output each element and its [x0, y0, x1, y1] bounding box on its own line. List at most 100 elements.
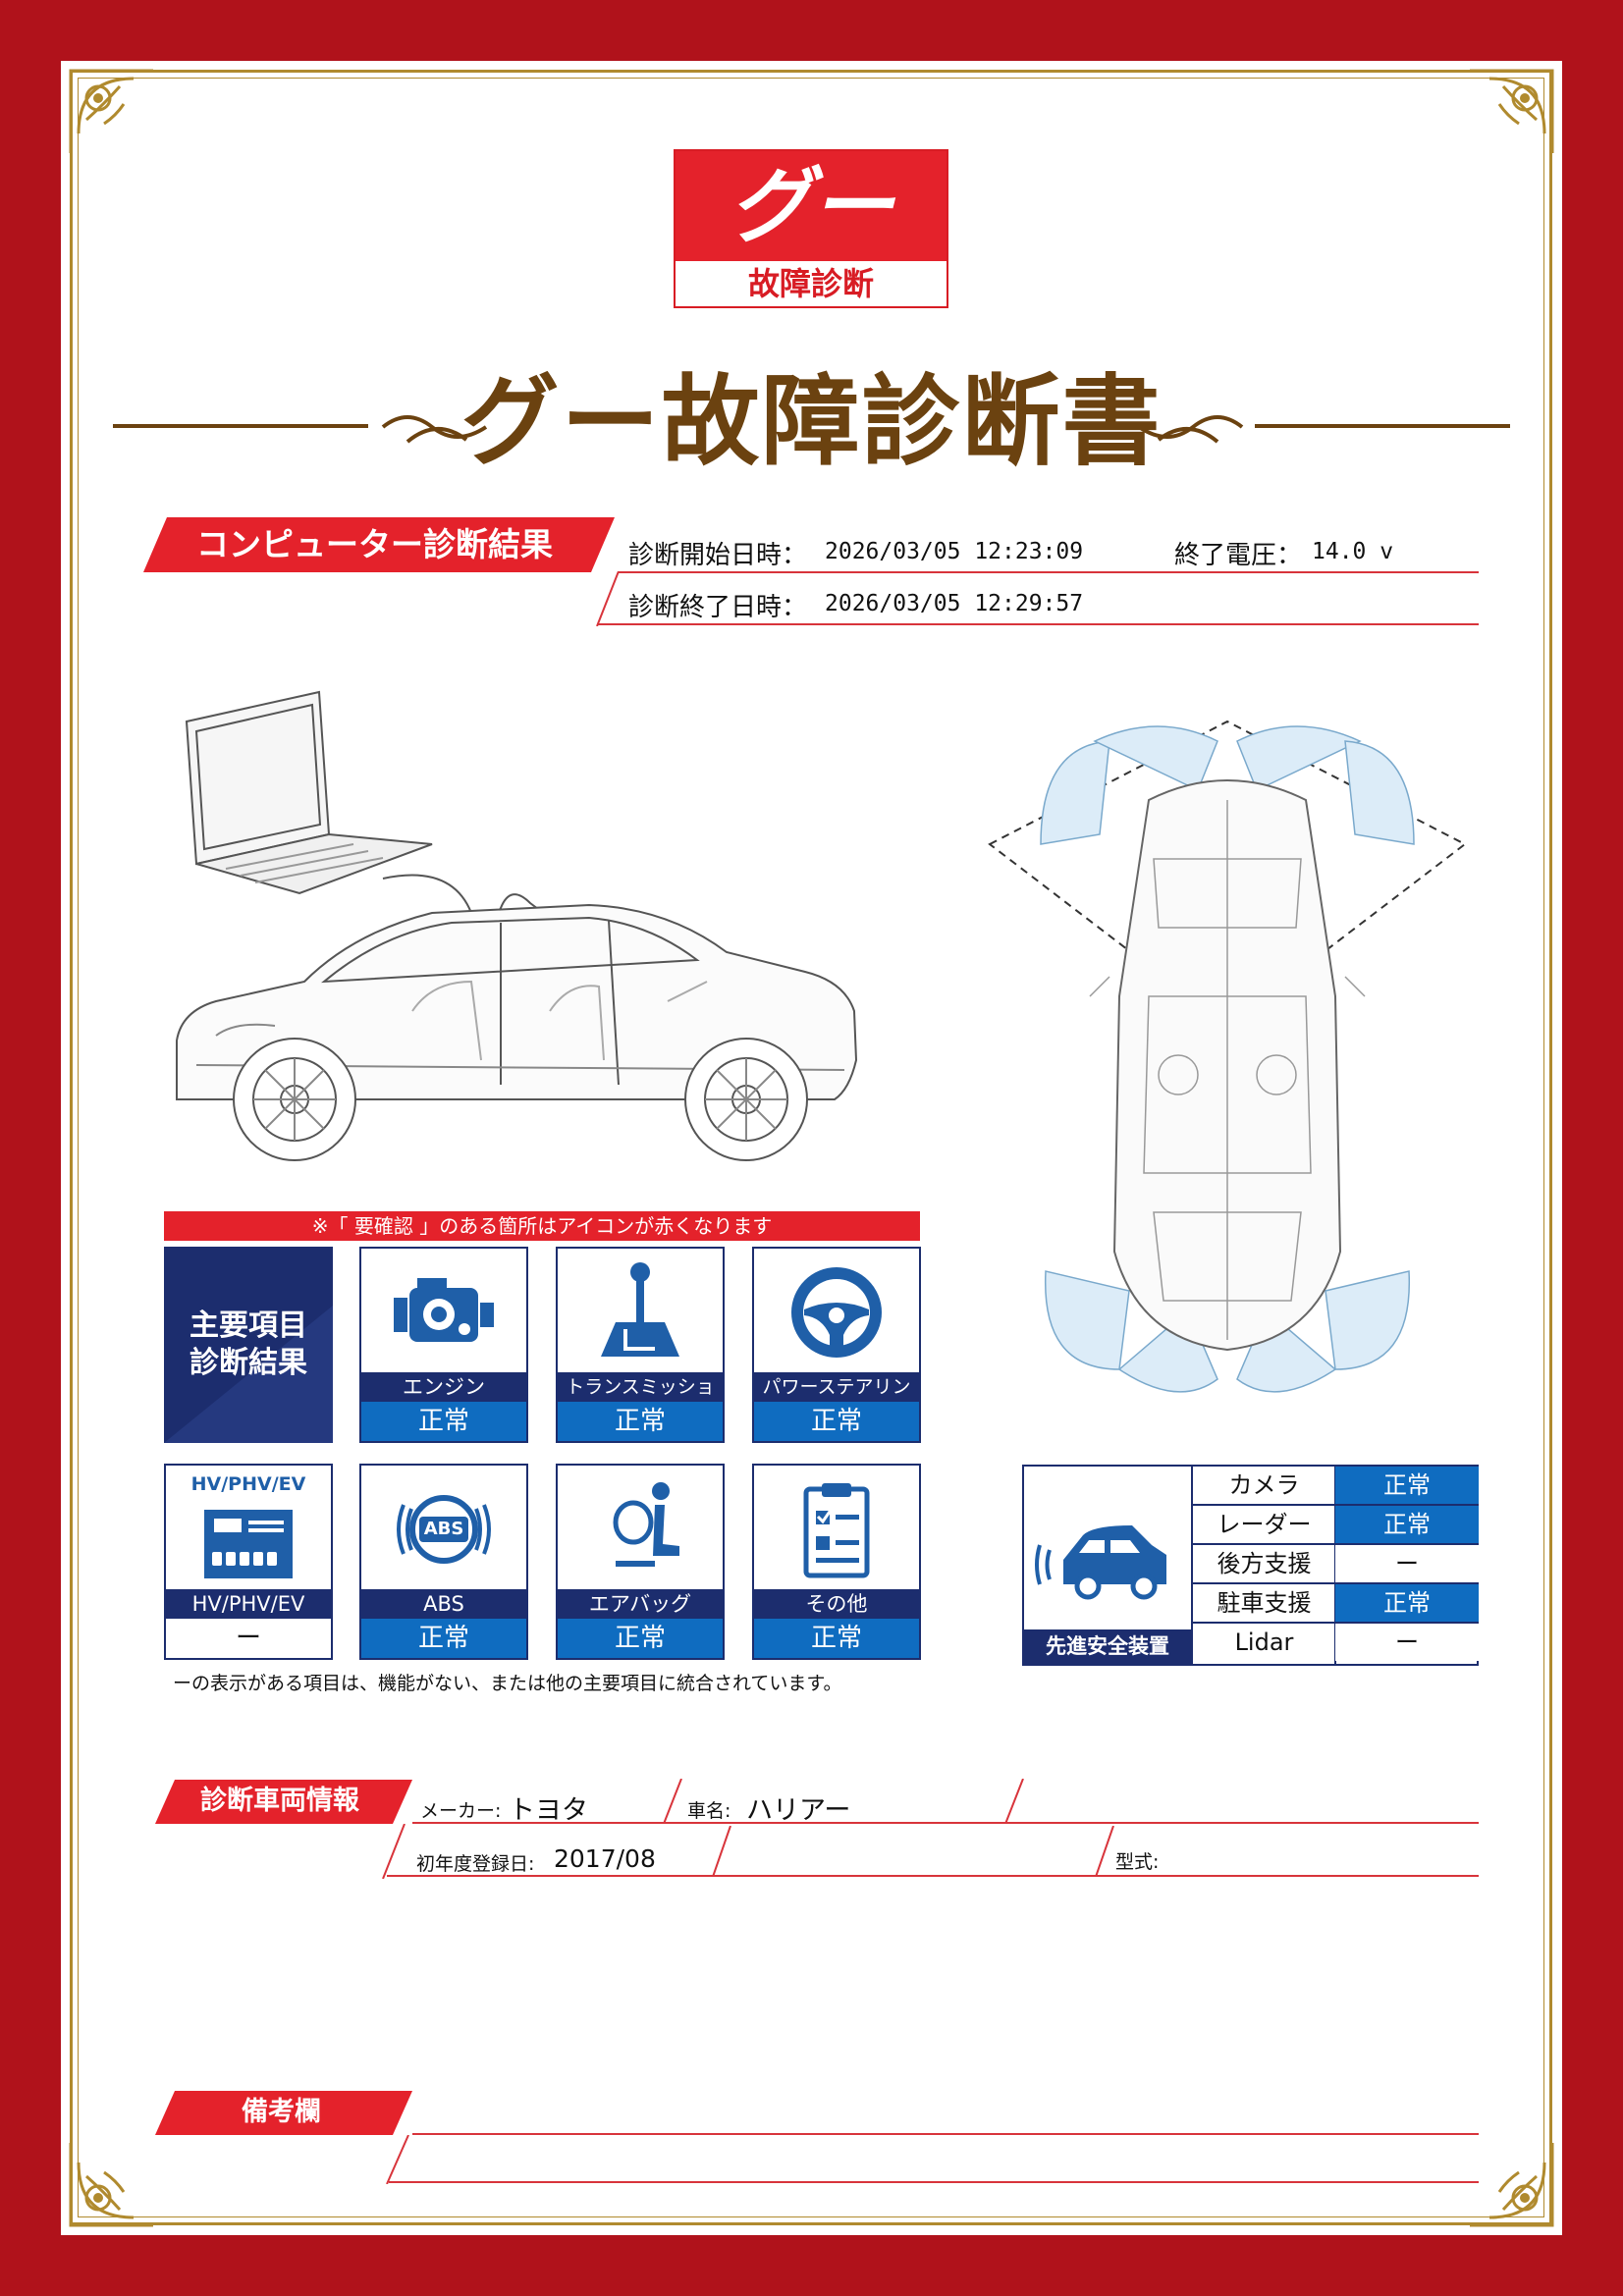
adas-item-name: Lidar: [1234, 1629, 1294, 1656]
maker-label: メーカー:: [420, 1800, 502, 1822]
status-badge: ー: [166, 1619, 331, 1658]
notice-banner: [164, 1211, 920, 1241]
adas-divider: [1191, 1467, 1193, 1664]
computer-diagnosis-tag-bg: [143, 517, 615, 572]
corner-ornament-icon: [69, 69, 153, 153]
status-badge: 正常: [558, 1619, 723, 1658]
status-badge: 正常: [754, 1619, 919, 1658]
adas-item-name: 駐車支援: [1193, 1584, 1335, 1624]
status-badge: 正常: [361, 1402, 526, 1441]
maker-value: トヨタ: [509, 1795, 588, 1826]
diagnosis-slash: [596, 571, 620, 626]
adas-caption: 先進安全装置: [1024, 1629, 1191, 1664]
tile-abs: ABS ABS 正常: [359, 1464, 528, 1660]
tile-hybrid: HV/PHV/EV HV/PHV/EV ー: [164, 1464, 333, 1660]
tile-transmission: トランスミッション 正常: [556, 1247, 725, 1443]
end-voltage-label: 終了電圧：: [1174, 541, 1303, 570]
tile-other: その他 正常: [752, 1464, 921, 1660]
remarks-line-1: [412, 2133, 1479, 2135]
abs-icon: [397, 1495, 491, 1564]
title-flourish-right-icon: [1137, 415, 1244, 444]
main-items-heading-box: 主要項目 診断結果: [164, 1247, 333, 1443]
document-title: グー故障診断書: [460, 364, 1163, 479]
car-name-label: 車名:: [687, 1800, 731, 1822]
adas-panel: 先進安全装置 カメラ 正常 レーダー 正常 後方支援 ー 駐車支援 正常 Lid…: [1022, 1465, 1479, 1666]
adas-row-parking-assist: 駐車支援 正常: [1193, 1584, 1479, 1624]
remarks-slash: [386, 2135, 409, 2184]
diagnosis-end-value: 2026/03/05 12:29:57: [825, 591, 1084, 616]
diagnosis-end-label: 診断終了日時：: [628, 593, 808, 622]
first-registration-value: 2017/08: [554, 1844, 656, 1873]
logo-subtitle: 故障診断: [747, 265, 874, 302]
notice-text: ※「 要確認 」のある箇所はアイコンが赤くなります: [311, 1214, 773, 1238]
adas-row-radar: レーダー 正常: [1193, 1506, 1479, 1545]
remarks-tag-bg: [155, 2091, 412, 2135]
vehicle-row1-line: [412, 1822, 1479, 1824]
corner-ornament-icon: [1470, 69, 1554, 153]
remarks-heading: 備考欄: [242, 2097, 321, 2127]
car-side-illustration: [176, 690, 858, 1161]
adas-row-lidar: Lidar ー: [1193, 1624, 1479, 1663]
status-badge: 正常: [754, 1402, 919, 1441]
logo-mark: グー: [676, 151, 947, 261]
computer-diagnosis-heading: コンピューター診断結果: [196, 525, 553, 563]
gear-shift-icon: [601, 1262, 679, 1357]
tile-label: HV/PHV/EV: [166, 1589, 331, 1619]
vehicle-slash-3: [382, 1824, 406, 1879]
model-label: 型式:: [1115, 1851, 1160, 1873]
tile-label: ABS: [361, 1589, 526, 1619]
adas-item-name: レーダー: [1193, 1506, 1335, 1545]
car-sensor-icon: [1035, 1525, 1166, 1600]
title-rule-right: [1255, 424, 1510, 428]
car-name-value: ハリアー: [746, 1795, 851, 1826]
tile-label: エアバッグ: [558, 1589, 723, 1619]
vehicle-slash-2: [1004, 1779, 1024, 1824]
status-badge: 正常: [558, 1402, 723, 1441]
tile-label: パワーステアリング: [754, 1372, 919, 1427]
checklist-icon: [803, 1483, 870, 1578]
adas-row-rear-assist: 後方支援 ー: [1193, 1545, 1479, 1584]
steering-wheel-icon: [791, 1267, 882, 1358]
tile-power-steering: パワーステアリング 正常: [752, 1247, 921, 1443]
car-top-view-illustration: [988, 720, 1467, 1393]
diagnosis-row2-line: [597, 623, 1479, 625]
hybrid-badge-text: HV/PHV/EV: [190, 1473, 306, 1495]
status-badge: 正常: [1335, 1467, 1479, 1506]
vehicle-row2-line: [387, 1875, 1479, 1877]
engine-icon: [394, 1278, 494, 1342]
adas-item-name: カメラ: [1193, 1467, 1335, 1506]
end-voltage-value: 14.0 v: [1312, 539, 1394, 564]
tile-engine: エンジン 正常: [359, 1247, 528, 1443]
diagnosis-start-value: 2026/03/05 12:23:09: [825, 539, 1084, 564]
adas-item-name: 後方支援: [1193, 1545, 1335, 1584]
title-flourish-left-icon: [381, 415, 488, 444]
main-items-heading-line2: 診断結果: [189, 1346, 307, 1380]
gold-frame-inner: [78, 78, 1544, 2217]
airbag-icon: [613, 1482, 679, 1567]
corner-ornament-icon: [69, 2143, 153, 2227]
vehicle-slash-5: [1095, 1826, 1114, 1877]
status-badge: ー: [1335, 1624, 1479, 1661]
status-badge: 正常: [1335, 1506, 1479, 1545]
vehicle-slash-4: [712, 1826, 731, 1877]
corner-ornament-icon: [1470, 2143, 1554, 2227]
vehicle-slash-1: [663, 1779, 682, 1824]
remarks-line-2: [389, 2181, 1479, 2183]
tile-label: その他: [754, 1589, 919, 1619]
tile-airbag: エアバッグ 正常: [556, 1464, 725, 1660]
goo-logo: グー 故障診断: [674, 149, 948, 308]
diagnosis-row1-line: [619, 571, 1479, 573]
gold-frame-outer: [70, 70, 1552, 2225]
first-registration-label: 初年度登録日:: [416, 1853, 535, 1875]
title-rule-left: [113, 424, 368, 428]
abs-badge-text: ABS: [423, 1519, 464, 1539]
vehicle-info-tag-bg: [155, 1780, 412, 1824]
tile-label: エンジン: [361, 1372, 526, 1402]
hybrid-battery-icon: [204, 1510, 293, 1578]
adas-row-camera: カメラ 正常: [1193, 1467, 1479, 1506]
main-items-heading-line1: 主要項目: [189, 1308, 307, 1343]
status-badge: 正常: [361, 1619, 526, 1658]
status-badge: ー: [1335, 1545, 1479, 1584]
main-items-footnote: ーの表示がある項目は、機能がない、または他の主要項目に統合されています。: [173, 1673, 842, 1694]
diagnosis-start-label: 診断開始日時：: [628, 541, 808, 570]
